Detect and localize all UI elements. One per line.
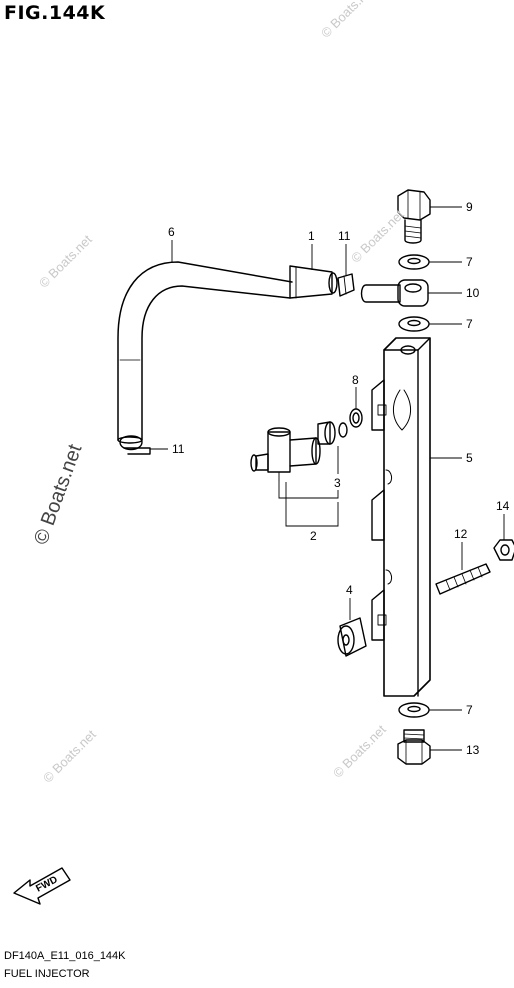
callout-4: 4 — [346, 583, 353, 597]
washer-lower-part — [398, 316, 430, 332]
o-ring-part — [349, 408, 363, 428]
callout-7a: 7 — [466, 255, 473, 269]
plug-bolt-part — [397, 729, 431, 765]
washer-bottom-part — [398, 702, 430, 718]
callout-12: 12 — [454, 527, 468, 541]
nut-part — [493, 539, 514, 561]
seal-ring-part — [317, 421, 348, 445]
fuel-hose-part — [117, 261, 293, 444]
union-fitting-part — [360, 279, 429, 307]
clip-lower-part — [119, 435, 151, 455]
forward-arrow — [13, 867, 71, 905]
callout-13: 13 — [466, 743, 480, 757]
callout-1: 1 — [308, 229, 315, 243]
callout-14: 14 — [496, 499, 510, 513]
callout-2: 2 — [310, 529, 317, 543]
fuel-rail-part — [371, 337, 431, 697]
figure-code: DF140A_E11_016_144K — [4, 950, 126, 962]
fuel-pipe-part — [289, 265, 338, 299]
figure-title: FIG.144K — [4, 2, 106, 24]
clip-upper-part — [337, 273, 355, 297]
callout-11b: 11 — [172, 442, 185, 456]
callout-10: 10 — [466, 286, 480, 300]
callout-6: 6 — [168, 225, 175, 239]
callout-7c: 7 — [466, 703, 473, 717]
callout-11a: 11 — [338, 229, 351, 243]
stud-bolt-part — [435, 563, 491, 595]
figure-name: FUEL INJECTOR — [4, 968, 90, 980]
callout-5: 5 — [466, 451, 473, 465]
grommet-part — [337, 617, 367, 657]
leader-3 — [278, 446, 339, 499]
injector-part — [250, 427, 321, 481]
bolt-part — [397, 189, 431, 244]
forward-label: FWD — [34, 874, 59, 894]
callout-3: 3 — [334, 476, 341, 490]
leader-2 — [285, 482, 339, 527]
washer-upper-part — [398, 254, 430, 270]
callout-7b: 7 — [466, 317, 473, 331]
callout-8: 8 — [352, 373, 359, 387]
callout-9: 9 — [466, 200, 473, 214]
